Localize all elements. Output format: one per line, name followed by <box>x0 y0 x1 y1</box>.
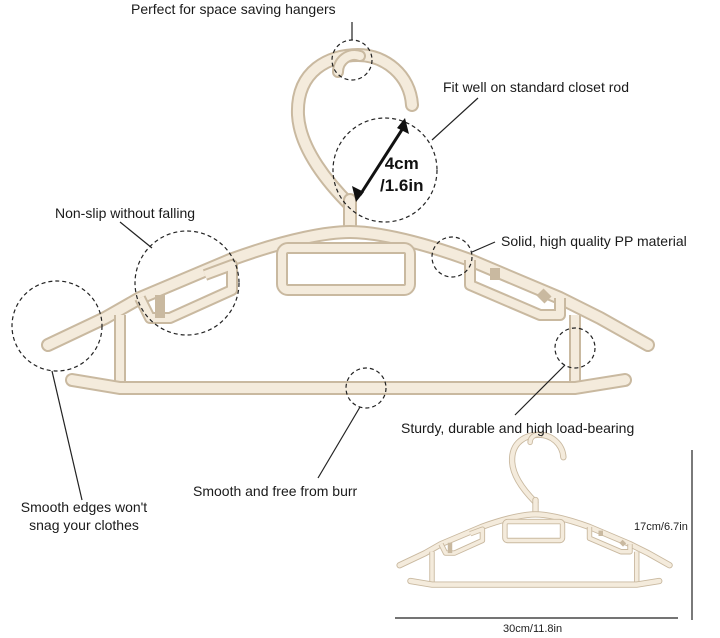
label-closet-rod: Fit well on standard closet rod <box>443 79 629 95</box>
callout-circle-hook-size <box>332 117 438 223</box>
leader-edges <box>51 370 83 501</box>
leader-non-slip <box>119 221 153 249</box>
hook-dimension-label: 4cm /1.6in <box>380 153 423 197</box>
label-burr: Smooth and free from burr <box>193 483 358 499</box>
hook-dimension-metric: 4cm <box>384 154 419 173</box>
leader-closet-rod <box>431 97 479 141</box>
callout-circle-edge <box>11 280 103 372</box>
label-non-slip: Non-slip without falling <box>55 205 196 221</box>
hook-dimension-imperial: /1.6in <box>380 176 424 195</box>
height-dimension-label: 17cm/6.7in <box>634 521 688 533</box>
label-material: Solid, high quality PP material <box>501 233 687 249</box>
hanger-small <box>400 435 670 585</box>
callout-circle-bar <box>345 367 387 409</box>
label-edges-line1: Smooth edges won't <box>20 499 148 515</box>
hook-dimension-arrow <box>352 118 409 202</box>
leader-material <box>471 241 496 253</box>
label-sturdy: Sturdy, durable and high load-bearing <box>401 420 635 436</box>
leader-sturdy <box>514 364 566 416</box>
callout-circle-material <box>431 236 473 278</box>
label-space-saving: Perfect for space saving hangers <box>131 1 336 17</box>
width-dimension-label: 30cm/11.8in <box>503 623 563 635</box>
callout-circle-strut <box>554 327 596 369</box>
leader-burr <box>317 406 361 479</box>
label-edges: Smooth edges won't snag your clothes <box>4 498 164 534</box>
callout-circle-notch <box>134 230 240 336</box>
label-edges-line2: snag your clothes <box>29 517 139 533</box>
